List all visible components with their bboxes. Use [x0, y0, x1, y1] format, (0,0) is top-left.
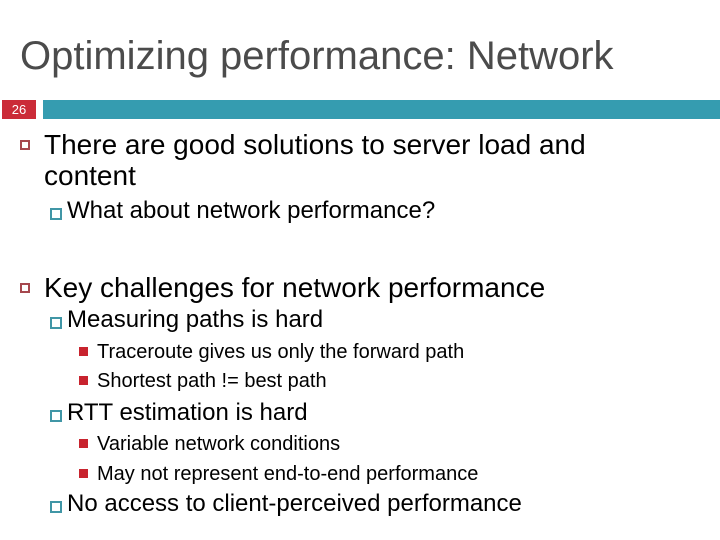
open-square-bullet-icon: [50, 208, 62, 220]
filled-square-bullet-icon: [79, 347, 88, 356]
bullet-text: Variable network conditions: [97, 433, 341, 455]
bullet-text: Traceroute gives us only the forward pat…: [97, 341, 465, 363]
bullet-item-level3: Traceroute gives us only the forward pat…: [79, 340, 464, 364]
open-square-bullet-icon: [50, 317, 62, 329]
bullet-item-level3: May not represent end-to-end performance: [79, 462, 478, 486]
open-square-bullet-icon: [20, 283, 30, 293]
bullet-text: Shortest path != best path: [97, 370, 327, 392]
bullet-item-level3: Variable network conditions: [79, 432, 340, 456]
bullet-text: Measuring paths is hard: [67, 306, 324, 333]
bullet-item-level1: There are good solutions to server load …: [20, 129, 650, 191]
bullet-text: No access to client-perceived performanc…: [67, 490, 522, 517]
bullet-item-level2: Measuring paths is hard: [50, 307, 323, 333]
filled-square-bullet-icon: [79, 376, 88, 385]
bullet-text: RTT estimation is hard: [67, 399, 308, 426]
page-number-label: 26: [11, 102, 27, 117]
bullet-item-level1: Key challenges for network performance: [20, 272, 545, 303]
filled-square-bullet-icon: [79, 439, 88, 448]
page-number-badge: 26: [2, 100, 36, 119]
slide-title: Optimizing performance: Network: [20, 34, 614, 78]
bullet-item-level2: RTT estimation is hard: [50, 400, 308, 426]
bullet-text: There are good solutions to server load …: [44, 129, 586, 191]
open-square-bullet-icon: [20, 140, 30, 150]
open-square-bullet-icon: [50, 501, 62, 513]
bullet-text: May not represent end-to-end performance: [97, 463, 479, 485]
bullet-item-level3: Shortest path != best path: [79, 369, 327, 393]
header-accent-bar: [43, 100, 720, 119]
bullet-text: Key challenges for network performance: [44, 272, 546, 303]
open-square-bullet-icon: [50, 410, 62, 422]
filled-square-bullet-icon: [79, 469, 88, 478]
bullet-item-level2: No access to client-perceived performanc…: [50, 491, 522, 517]
bullet-text: What about network performance?: [67, 197, 436, 224]
bullet-item-level2: What about network performance?: [50, 198, 435, 224]
